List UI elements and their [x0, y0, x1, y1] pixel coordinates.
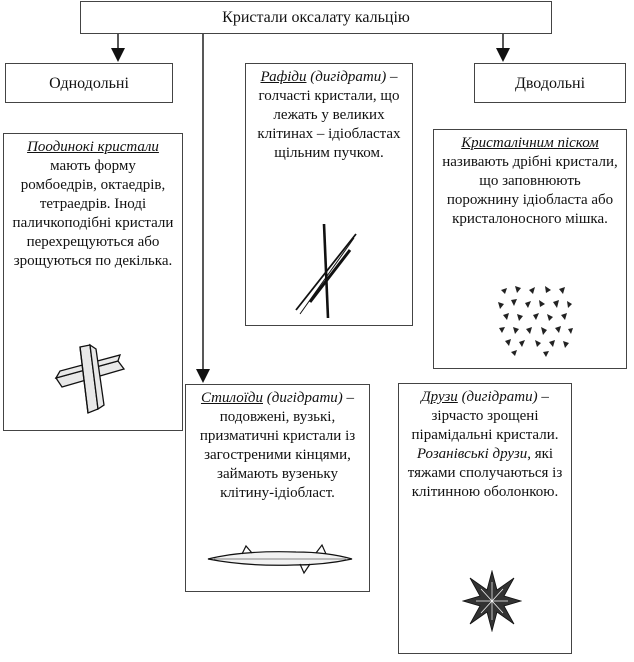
crystal-sand-text: називають дрібні кристали, що заповнюють… [442, 154, 618, 227]
single-crystals-text: мають форму ромбоедрів, октаедрів, тетра… [12, 158, 174, 269]
monocots-label: Однодольні [49, 75, 129, 92]
druse-illustration [462, 570, 522, 632]
druses-text: – зірчасто зрощені пірамідальні кристали… [411, 389, 559, 443]
rosanoff-druses-text: , які тяжами сполучаються із клітинною о… [407, 446, 563, 500]
crystal-sand-term: Кристалічним піском [461, 135, 599, 151]
styloid-illustration [207, 543, 353, 575]
raphides-text: – голчасті кристали, що лежать у великих… [257, 69, 401, 161]
raphides-qualifier: (дигідрати) [306, 69, 387, 85]
raphides-term: Рафіди [260, 69, 307, 85]
diagram-title: Кристали оксалату кальцію [222, 9, 410, 26]
cross-crystal-illustration [54, 343, 126, 414]
single-crystals-box: Поодинокі кристали мають форму ромбоедрі… [3, 133, 183, 431]
druses-term: Друзи [421, 389, 458, 405]
styloids-text: – подовжені, вузькі, призматичні кристал… [199, 390, 356, 501]
title-box: Кристали оксалату кальцію [80, 1, 552, 34]
styloids-term: Стилоїди [200, 390, 263, 406]
monocots-box: Однодольні [5, 63, 173, 103]
dicots-label: Дводольні [514, 75, 586, 92]
druses-box: Друзи (дигідрати) – зірчасто зрощені пір… [398, 383, 572, 654]
styloids-qualifier: (дигідрати) [263, 390, 343, 406]
crystal-sand-illustration [498, 286, 573, 357]
single-crystals-term: Поодинокі кристали [27, 139, 159, 155]
dicots-box: Дводольні [474, 63, 626, 103]
rosanoff-druses-term: Розанівські друзи [416, 446, 528, 462]
raphides-box: Рафіди (дигідрати) – голчасті кристали, … [245, 63, 413, 326]
druses-qualifier: (дигідрати) [457, 389, 538, 405]
raphides-illustration [295, 223, 357, 319]
